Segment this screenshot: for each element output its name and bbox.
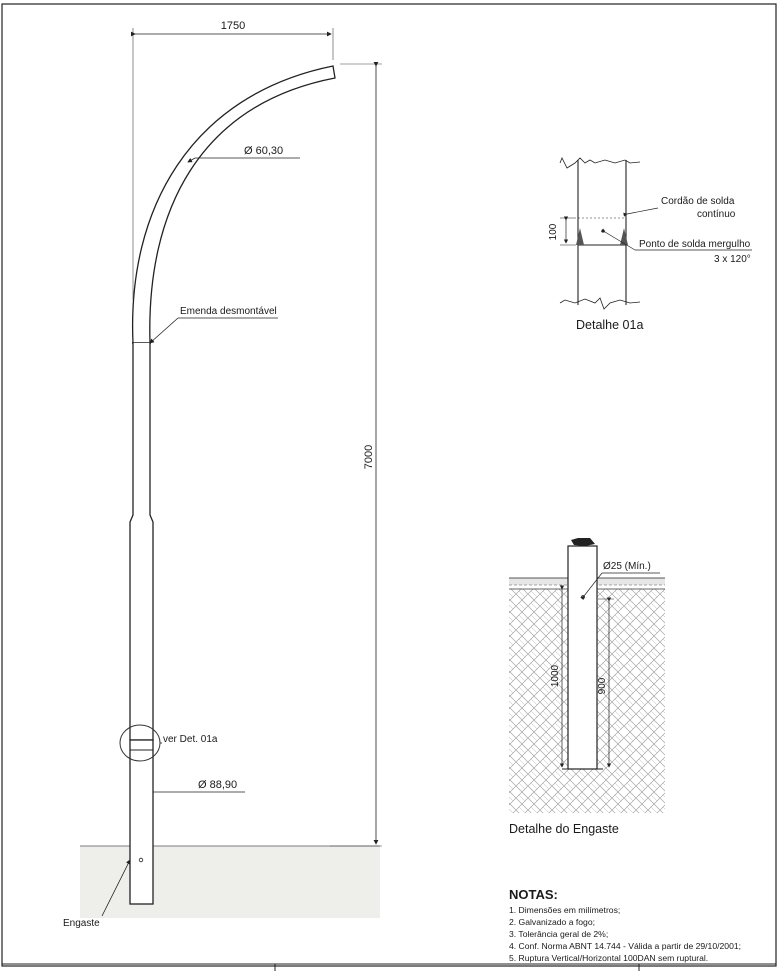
- detail-01a-title: Detalhe 01a: [576, 318, 643, 332]
- splice-label: Emenda desmontável: [180, 306, 277, 317]
- embed-leader: [101, 859, 131, 917]
- plug-weld-count: 3 x 120°: [714, 254, 751, 265]
- pole-upper-shaft: [129, 343, 154, 741]
- see-detail-label: ver Det. 01a: [163, 734, 218, 745]
- pole-diameter-label: Ø 88,90: [198, 779, 237, 791]
- embed-label: Engaste: [63, 918, 100, 929]
- pole-arm: [131, 65, 336, 344]
- engaste-dim-900: 900: [597, 677, 608, 694]
- pole-base-shaft: [129, 739, 154, 905]
- plug-weld-label: Ponto de solda mergulho: [639, 239, 751, 250]
- detail-engaste-title: Detalhe do Engaste: [509, 822, 619, 836]
- splice-leader-tip: [149, 317, 179, 344]
- note-item: 5. Ruptura Vertical/Horizontal 100DAN se…: [509, 953, 708, 963]
- note-item: 3. Tolerância geral de 2%;: [509, 929, 608, 939]
- detail-01a-dim: 100: [548, 223, 559, 240]
- note-item: 2. Galvanizado a fogo;: [509, 917, 595, 927]
- arm-diameter-leader-tip: [187, 157, 196, 163]
- hole-diameter-label: Ø25 (Mín.): [603, 561, 651, 572]
- sheet-border: [1, 3, 777, 967]
- ground-area: [80, 846, 380, 918]
- notes-title: NOTAS:: [509, 887, 558, 902]
- dim-height: 7000: [363, 445, 375, 469]
- note-item: 4. Conf. Norma ABNT 14.744 - Válida a pa…: [509, 941, 741, 951]
- note-item: 1. Dimensões em milímetros;: [509, 905, 620, 915]
- base-hole: [138, 857, 144, 863]
- weld-label-line1: Cordão de solda: [661, 196, 735, 207]
- dim-arm-reach: 1750: [221, 20, 245, 32]
- detail-engaste: [509, 538, 665, 813]
- engaste-dim-1000: 1000: [550, 664, 561, 687]
- arm-diameter-label: Ø 60,30: [244, 145, 283, 157]
- weld-label-line2: contínuo: [697, 209, 736, 220]
- detail-01a: [559, 157, 752, 310]
